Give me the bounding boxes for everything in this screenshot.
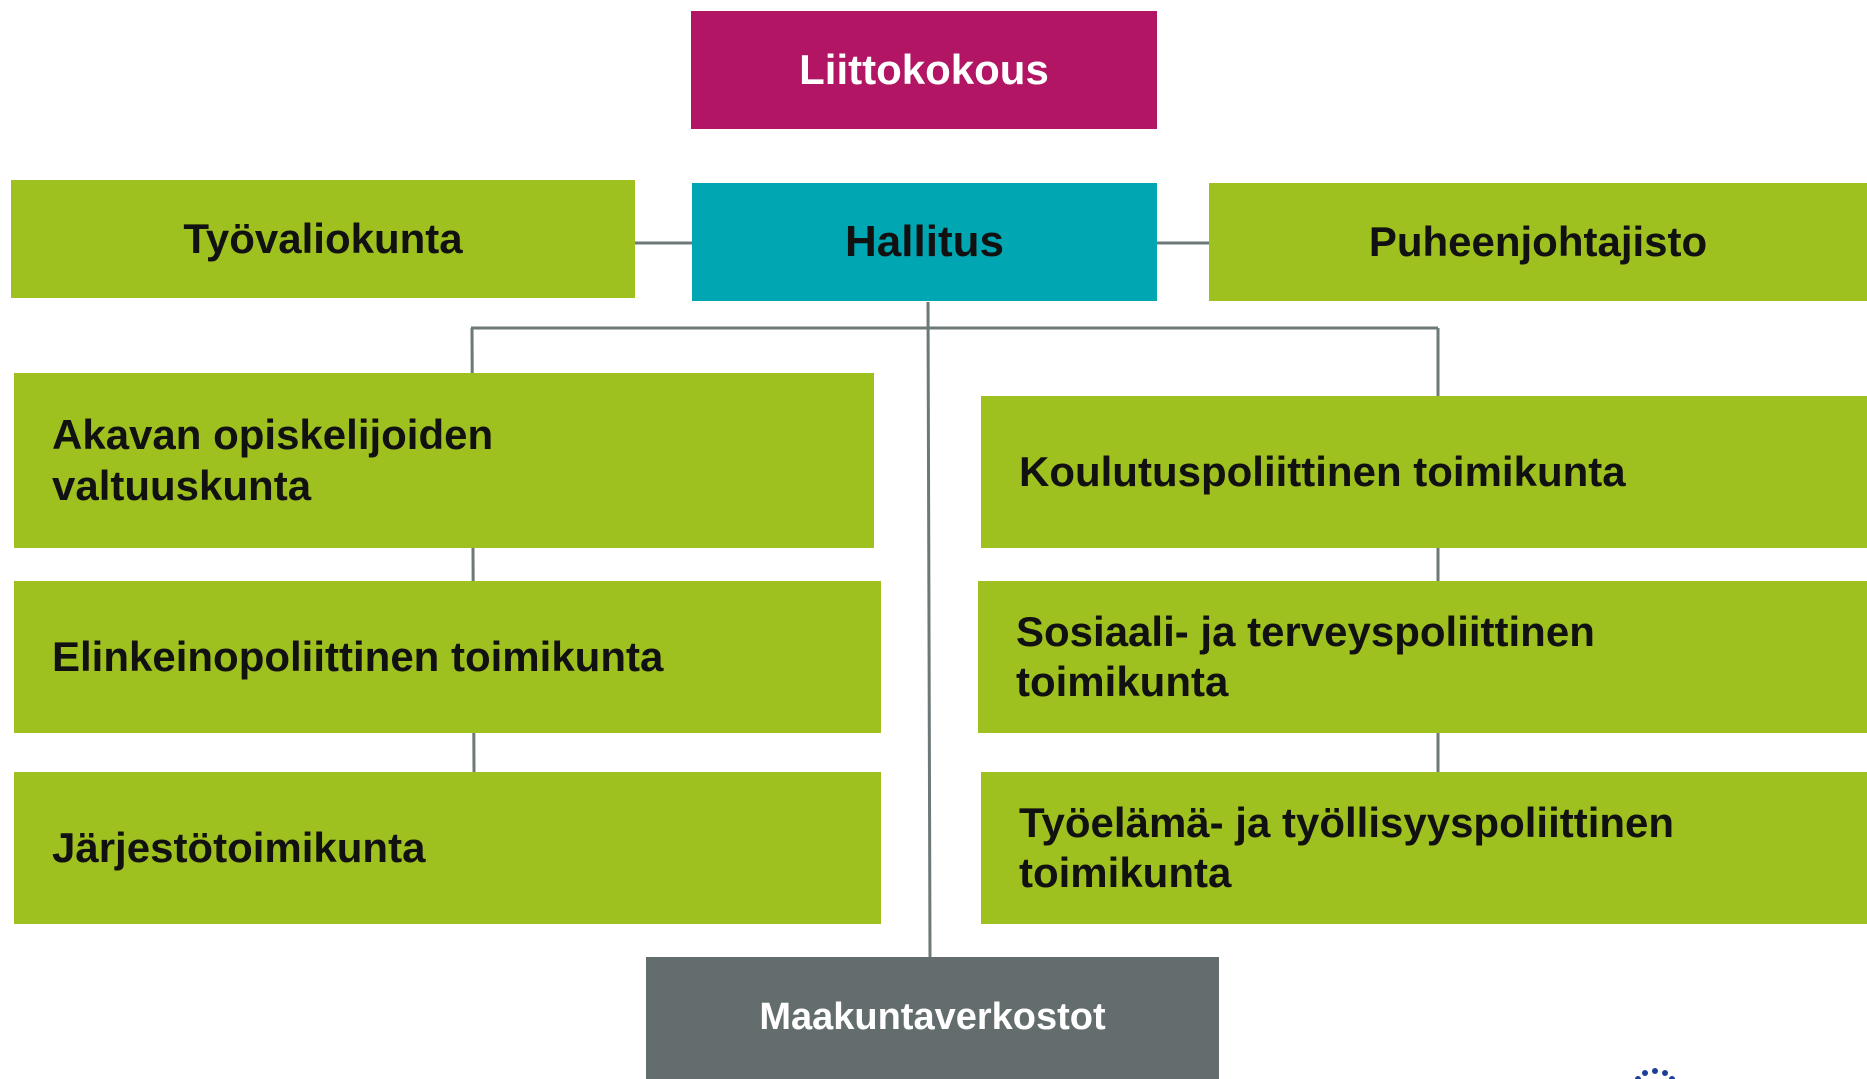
box-elinkeinopoliittinen-toimikunta: Elinkeinopoliittinen toimikunta [14, 581, 881, 733]
box-maakuntaverkostot: Maakuntaverkostot [646, 957, 1219, 1079]
right-committee-2-label: Sosiaali- ja terveyspoliittinen toimikun… [1016, 607, 1595, 705]
box-koulutuspoliittinen-toimikunta: Koulutuspoliittinen toimikunta [981, 396, 1867, 548]
right-committee-1-label: Koulutuspoliittinen toimikunta [1019, 447, 1626, 495]
left-committee-2-label: Elinkeinopoliittinen toimikunta [52, 632, 664, 680]
logo-icon [1630, 1062, 1680, 1079]
hallitus-label: Hallitus [845, 216, 1004, 266]
box-tyoelama-ja-tyollisyyspoliittinen-toimikunta: Työelämä- ja työllisyyspoliittinen toimi… [981, 772, 1867, 924]
box-liittokokous: Liittokokous [691, 11, 1157, 129]
box-sosiaali-ja-terveyspoliittinen-toimikunta: Sosiaali- ja terveyspoliittinen toimikun… [978, 581, 1867, 733]
tyovaliokunta-label: Työvaliokunta [183, 214, 463, 262]
left-committee-1-label: Akavan opiskelijoiden valtuuskunta [52, 411, 494, 509]
box-tyovaliokunta: Työvaliokunta [11, 180, 635, 298]
box-puheenjohtajisto: Puheenjohtajisto [1209, 183, 1867, 301]
liittokokous-label: Liittokokous [799, 45, 1049, 93]
maakuntaverkostot-label: Maakuntaverkostot [759, 996, 1106, 1039]
box-akavan-opiskelijoiden-valtuuskunta: Akavan opiskelijoiden valtuuskunta [14, 373, 874, 548]
box-jarjestotoimikunta: Järjestötoimikunta [14, 772, 881, 924]
connector-board-down [926, 301, 932, 958]
left-committee-3-label: Järjestötoimikunta [52, 823, 426, 871]
puheenjohtajisto-label: Puheenjohtajisto [1368, 217, 1708, 265]
box-hallitus: Hallitus [692, 183, 1157, 301]
right-committee-3-label: Työelämä- ja työllisyyspoliittinen toimi… [1019, 798, 1675, 896]
